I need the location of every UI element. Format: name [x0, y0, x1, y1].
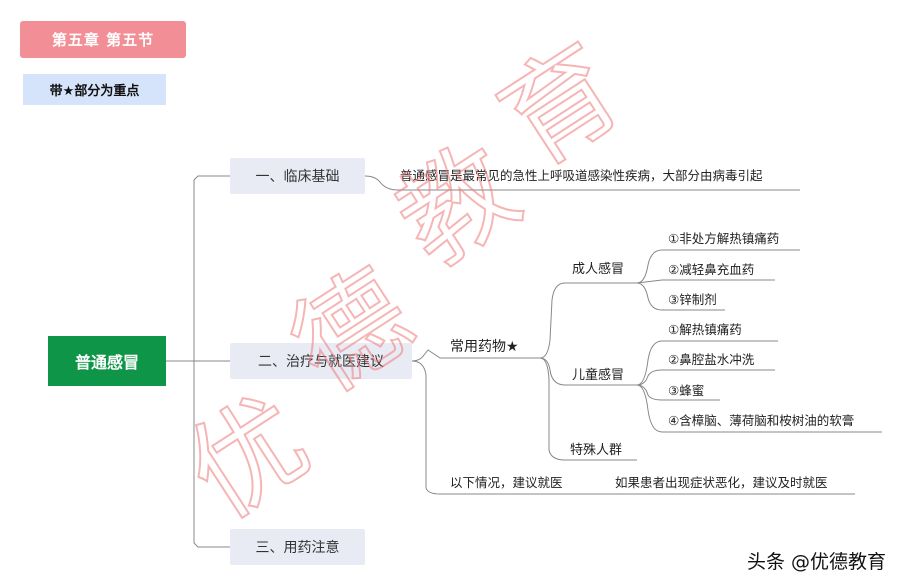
adult-item: ③锌制剂 [668, 292, 717, 307]
special-population-node[interactable]: 特殊人群 [570, 443, 623, 458]
branch-treatment-advice[interactable]: 二、治疗与就医建议 [230, 343, 412, 379]
adult-cold-node[interactable]: 成人感冒 [572, 262, 625, 277]
referral-detail: 如果患者出现症状恶化，建议及时就医 [615, 475, 828, 490]
child-item: ④含樟脑、薄荷脑和桉树油的软膏 [668, 413, 855, 428]
referral-node[interactable]: 以下情况，建议就医 [450, 475, 563, 490]
source-watermark: 头条 @优德教育 [746, 551, 886, 573]
chapter-title: 第五章 第五节 [20, 21, 186, 58]
child-item: ①解热镇痛药 [668, 322, 742, 337]
adult-item: ②减轻鼻充血药 [668, 262, 755, 277]
mindmap-root[interactable]: 普通感冒 [48, 336, 166, 386]
branch-clinical-basics[interactable]: 一、临床基础 [230, 158, 365, 194]
branch-medication-notes[interactable]: 三、用药注意 [230, 529, 365, 565]
child-item: ③蜂蜜 [668, 383, 705, 398]
child-item: ②鼻腔盐水冲洗 [668, 352, 755, 367]
basics-description: 普通感冒是最常见的急性上呼吸道感染性疾病，大部分由病毒引起 [400, 168, 763, 183]
adult-item: ①非处方解热镇痛药 [668, 231, 780, 246]
common-medication-node[interactable]: 常用药物★ [450, 339, 519, 355]
key-point-legend: 带★部分为重点 [23, 74, 166, 105]
child-cold-node[interactable]: 儿童感冒 [572, 368, 625, 383]
